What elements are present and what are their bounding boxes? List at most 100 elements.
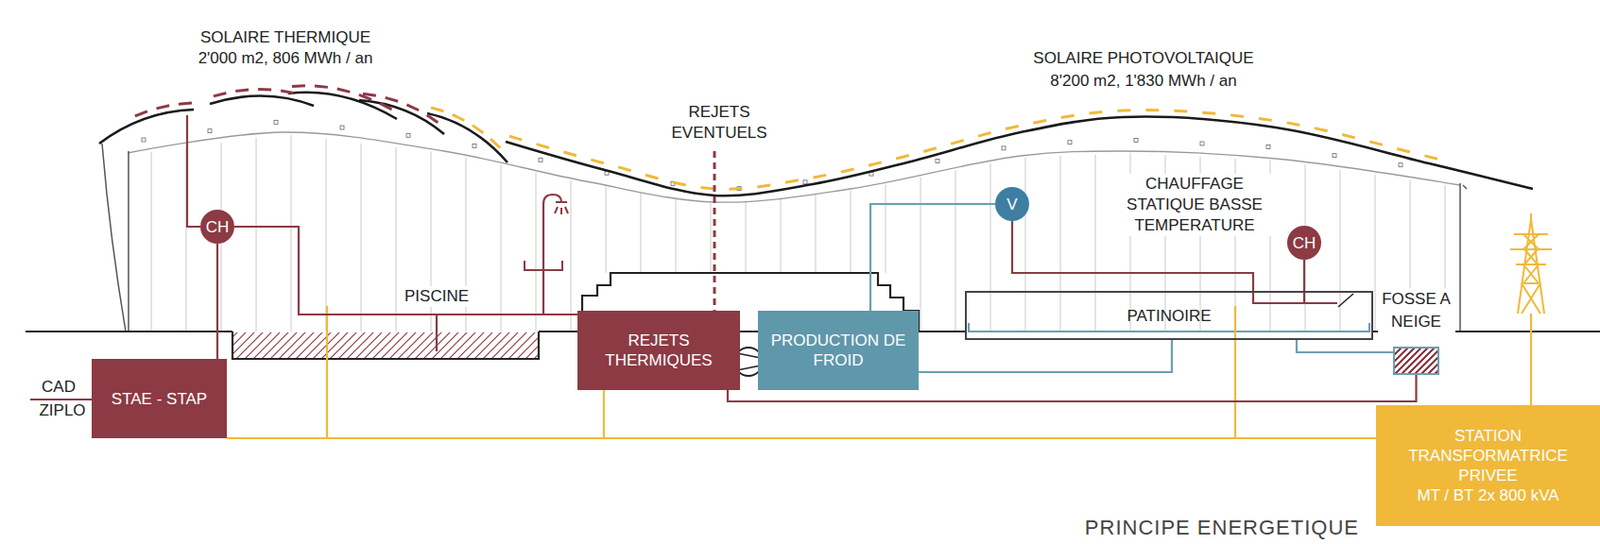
diagram-label: SOLAIRE THERMIQUE: [198, 27, 373, 49]
solar-panel: [156, 105, 171, 109]
roof-fixing: [472, 143, 477, 148]
solar-panel: [895, 155, 910, 159]
structure-line: [710, 203, 712, 274]
solar-panel: [452, 114, 465, 121]
solar-panel: [785, 180, 799, 184]
shower-tray: [524, 260, 563, 271]
solar-panel: [1258, 118, 1273, 121]
structure-line: [151, 152, 153, 332]
structure-line: [291, 135, 293, 332]
roof-fixing: [340, 125, 345, 130]
solar-panel: [950, 139, 964, 144]
diagram-label: SOLAIRE PHOTOVOLTAIQUE: [1031, 48, 1256, 69]
solar-panel: [490, 138, 500, 149]
node-text: CH: [206, 217, 230, 238]
solar-panel: [1230, 115, 1244, 118]
district-heating-line: [30, 398, 92, 401]
ventilation-circle: V: [995, 187, 1030, 222]
roof-fixing: [1134, 138, 1138, 143]
structure-line: [326, 138, 327, 332]
roof-shell: [359, 100, 445, 135]
solar-panel: [280, 90, 294, 94]
ice-rink: PATINOIRE: [964, 291, 1374, 341]
solar-panel: [1088, 111, 1102, 114]
solar-panel: [1287, 122, 1301, 126]
solar-panel: [178, 103, 192, 104]
structure-line: [850, 190, 852, 274]
solar-panel: [1202, 112, 1216, 114]
solar-panel: [213, 92, 227, 96]
structure-line: [640, 191, 642, 274]
structure-line: [885, 184, 887, 274]
structure-line: [1340, 170, 1342, 332]
node-text: STAE - STAP: [111, 389, 207, 410]
roof-fixing: [207, 129, 212, 134]
roof-fixing: [935, 159, 940, 164]
solar-panel: [258, 87, 272, 91]
roof-fixing: [1067, 140, 1072, 145]
heating-circle: CH: [1287, 225, 1322, 260]
pipe-connector: [918, 340, 1172, 373]
pipe-connector: [216, 243, 219, 360]
right-wall-cap: [1462, 185, 1467, 190]
roof-shell: [99, 109, 194, 144]
roof-fixing: [1266, 145, 1271, 150]
solar-panel: [1314, 128, 1328, 132]
structure-line: [1375, 174, 1377, 332]
solar-panel: [728, 187, 742, 191]
solar-panel: [812, 174, 826, 178]
structure-line: [1060, 155, 1062, 332]
left-wall: [127, 151, 130, 332]
cold-production-box: PRODUCTION DE FROID: [757, 310, 919, 391]
solar-panel: [923, 148, 936, 153]
pipe-connector: [870, 204, 996, 311]
solar-panel: [430, 107, 444, 112]
diagram-label: CAD: [39, 378, 78, 397]
roof-fixing: [274, 120, 278, 124]
solar-panel: [841, 169, 855, 173]
structure-line: [745, 201, 747, 274]
heat-rejection-box: REJETS THERMIQUES: [577, 310, 740, 391]
structure-line: [955, 170, 957, 332]
transformer-station: STATION TRANSFORMATRICE PRIVEEMT / BT 2x…: [1376, 405, 1600, 527]
roof-fixing: [803, 180, 808, 185]
right-wall: [1459, 183, 1462, 332]
solar-panel: [536, 144, 550, 149]
pipe-connector: [1296, 340, 1394, 353]
structure-line: [605, 186, 607, 274]
node-text: STATION TRANSFORMATRICE PRIVEE: [1405, 426, 1571, 486]
solar-panel: [645, 174, 658, 179]
node-text: V: [1006, 194, 1017, 215]
node-text: FOSSE A NEIGE: [1377, 288, 1456, 334]
structure-line: [500, 165, 502, 332]
structure-line: [395, 147, 397, 332]
pool-basin: [232, 331, 539, 360]
roof-fixing: [406, 133, 411, 138]
diagram-label: ZIPLO: [36, 401, 87, 421]
roof-fixing: [538, 157, 543, 162]
diagram-label: CHAUFFAGE STATIQUE BASSE TEMPERATURE: [1108, 173, 1281, 237]
solar-panel: [868, 162, 882, 166]
left-strut: [102, 143, 126, 332]
diagram-label: PISCINE: [402, 286, 471, 308]
solar-panel: [292, 84, 306, 88]
solar-thermal-pipe: [187, 115, 201, 227]
pylon: [1510, 213, 1552, 314]
shower-pipe: [543, 194, 562, 315]
solar-panel: [590, 159, 604, 164]
snow-pit: FOSSE A NEIGE: [1393, 346, 1440, 376]
solar-panel: [1005, 125, 1019, 129]
roof-shell: [288, 92, 397, 120]
roof-fixing: [1001, 146, 1006, 151]
roof-fixing: [1398, 163, 1403, 168]
solar-panel: [1396, 148, 1411, 153]
solar-panel: [427, 115, 439, 123]
solar-panel: [406, 104, 419, 111]
power-line: [326, 306, 1532, 439]
node-text: PRODUCTION DE FROID: [757, 330, 919, 371]
diagram-label: 8'200 m2, 1'830 MWh / an: [1048, 70, 1239, 92]
solar-panel: [1032, 120, 1047, 123]
heating-circle: CH: [200, 209, 235, 244]
solar-panel: [379, 103, 392, 109]
